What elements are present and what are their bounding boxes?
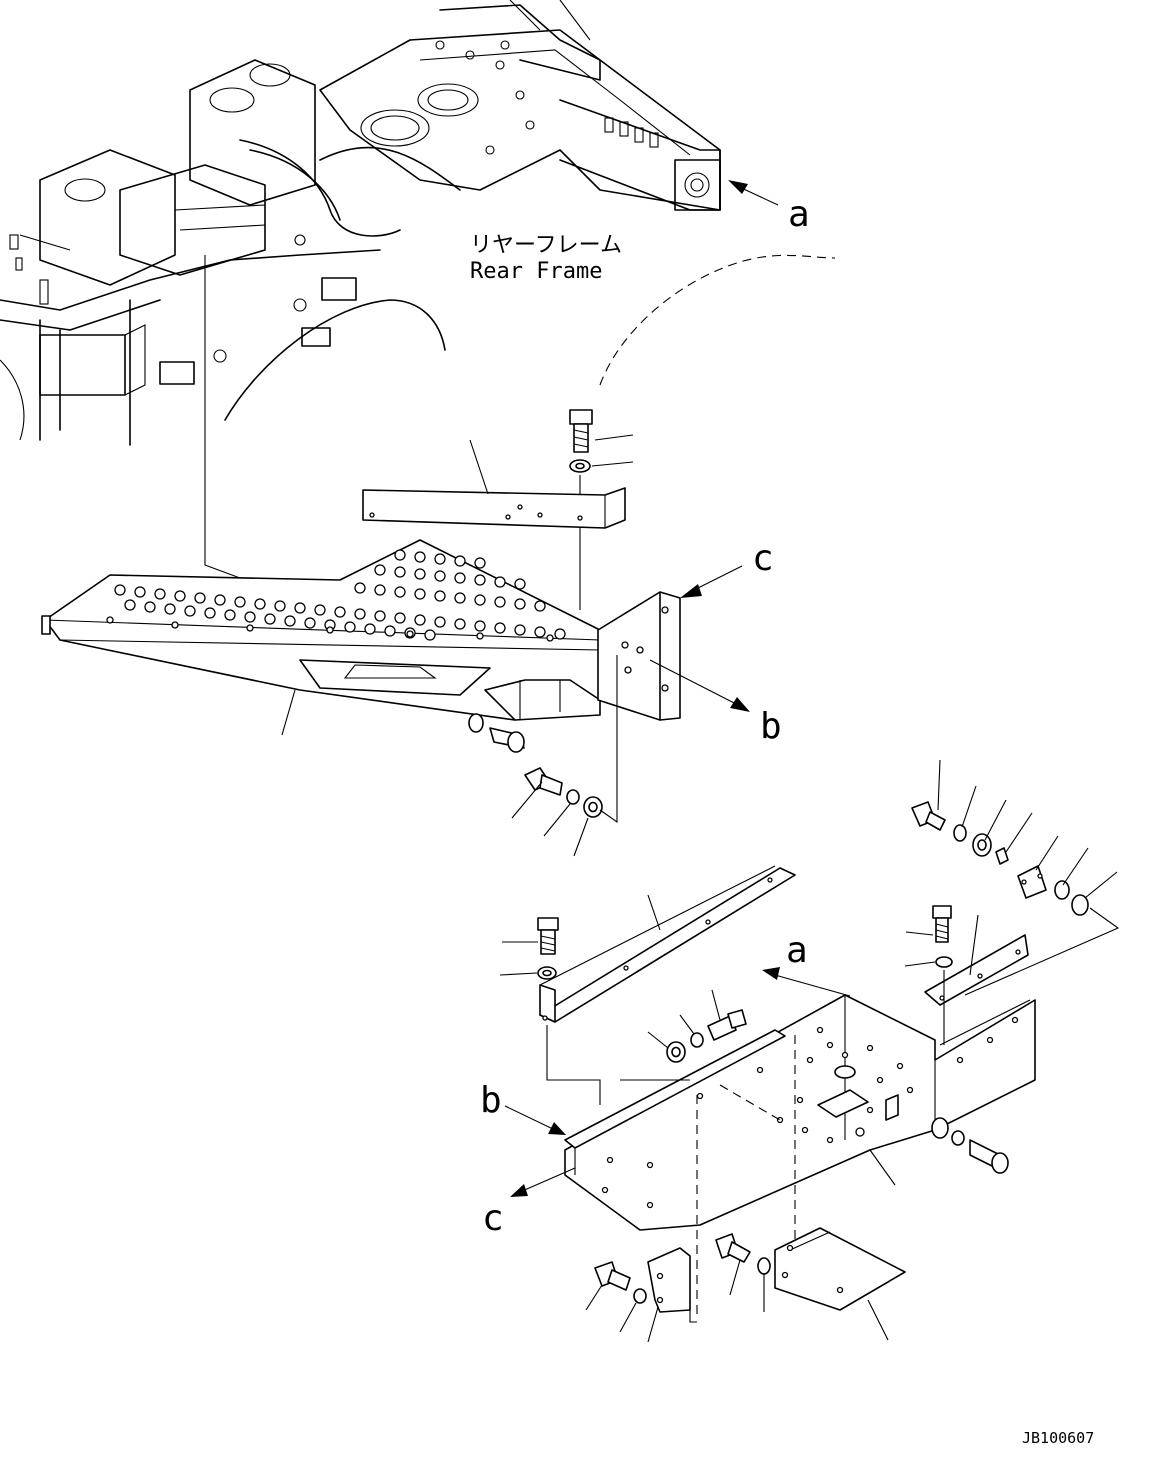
bolt-lower-left <box>585 1261 661 1343</box>
mount-bracket-mid <box>597 591 681 721</box>
angle-bracket-mid <box>362 439 626 529</box>
small-angle-low-right <box>924 914 1029 1006</box>
bolt-side-mid <box>468 713 525 753</box>
label-b-mid: b <box>760 706 782 747</box>
label-c-mid: c <box>752 538 774 579</box>
bolt-top-mid <box>569 409 634 610</box>
frame-title-jp: リヤーフレーム <box>470 233 622 258</box>
long-angle-low <box>539 865 796 1105</box>
rear-frame-assembly <box>0 0 836 579</box>
small-bracket-low-left <box>647 1247 697 1323</box>
label-b-low: b <box>480 1080 502 1121</box>
bolt-set-right-low <box>931 1117 1009 1174</box>
bolt-washer-low-right <box>904 905 953 1045</box>
bolt-washer-low-left <box>499 917 559 980</box>
step-plate <box>41 539 601 736</box>
label-c-low: c <box>482 1198 504 1239</box>
drawing-id: JB100607 <box>1022 1429 1094 1447</box>
frame-title-en: Rear Frame <box>470 259 602 284</box>
label-a-top: a <box>788 194 810 235</box>
gusset-low-right <box>774 1227 906 1341</box>
bolt-lower-mid <box>715 1233 771 1312</box>
main-bracket-low <box>564 994 1036 1320</box>
label-a-low: a <box>786 930 808 971</box>
bolt-nut-mid <box>511 655 618 857</box>
bolt-set-center-low <box>647 989 747 1063</box>
hardware-cluster-top-right <box>911 759 1120 996</box>
step-plate-perforations <box>106 549 566 642</box>
